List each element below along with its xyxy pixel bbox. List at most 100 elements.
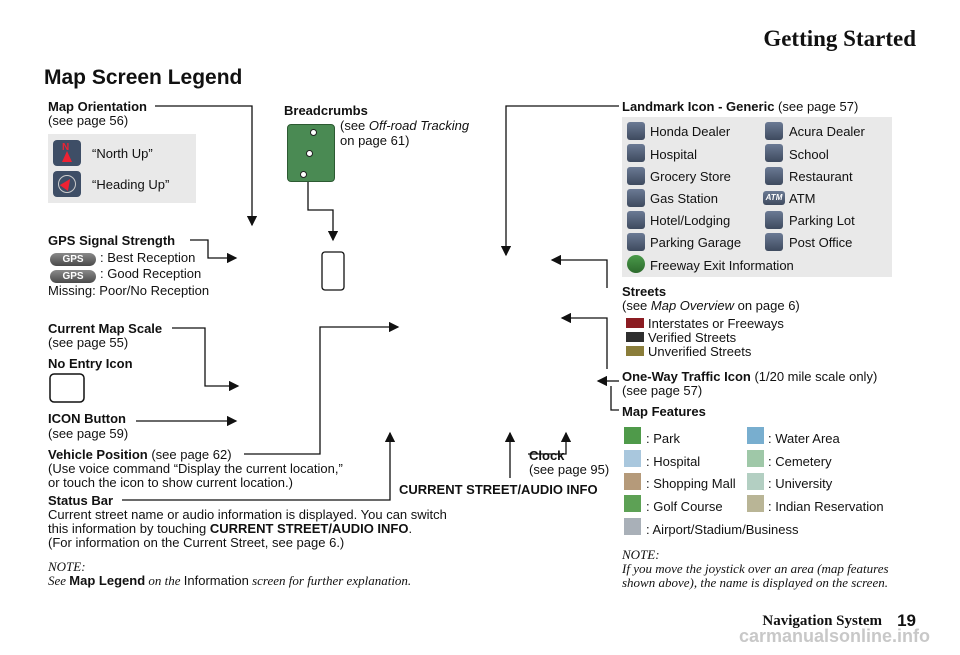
north-up-label: “North Up” [92, 146, 153, 161]
map-features-label: Map Features [622, 404, 706, 419]
landmark-parking-lot: Parking Lot [789, 213, 855, 228]
one-way-heading: One-Way Traffic Icon (1/20 mile scale on… [622, 369, 878, 384]
landmark-freeway-exit: Freeway Exit Information [650, 258, 794, 273]
gps-signal-label: GPS Signal Strength [48, 233, 176, 248]
section-header: Getting Started [763, 26, 916, 51]
orientation-panel: N “North Up” “Heading Up” [48, 134, 196, 203]
feature-swatch-university [747, 473, 764, 490]
compass-placeholder [321, 251, 345, 291]
clock-line [528, 431, 572, 455]
no-entry-icon-box [49, 373, 85, 403]
info-icon [627, 255, 645, 273]
streets-line-2 [560, 312, 608, 369]
icon-button-label: ICON Button [48, 411, 126, 426]
gps-best-label: : Best Reception [100, 250, 196, 265]
status-bar-line2: this information by touching CURRENT STR… [48, 521, 413, 536]
page-number: 19 [897, 611, 916, 630]
clock-label: Clock [529, 448, 565, 463]
icon-button-ref: (see page 59) [48, 426, 129, 441]
landmark-school: School [789, 147, 829, 162]
map-orientation-ref: (see page 56) [48, 113, 129, 128]
breadcrumbs-map-image [287, 124, 335, 182]
feature-shopping-mall: : Shopping Mall [646, 476, 736, 491]
landmark-panel: Honda Dealer Hospital Grocery Store Gas … [622, 117, 892, 277]
breadcrumbs-ref: (see Off-road Tracking [340, 118, 470, 133]
breadcrumbs-label: Breadcrumbs [284, 103, 368, 118]
map-orientation-label: Map Orientation [48, 99, 147, 114]
feature-university: : University [768, 476, 833, 491]
gps-good-label: : Good Reception [100, 266, 202, 281]
landmark-restaurant: Restaurant [789, 169, 853, 184]
landmark-hospital: Hospital [650, 147, 697, 162]
gps-line [190, 239, 238, 264]
map-scale-label: Current Map Scale [48, 321, 163, 336]
landmark-grocery-store: Grocery Store [650, 169, 731, 184]
parking-lot-icon [765, 211, 783, 229]
vehicle-position-line2: (Use voice command “Display the current … [48, 461, 343, 476]
north-up-icon: N [53, 140, 81, 166]
feature-swatch-water-area [747, 427, 764, 444]
feature-airport: : Airport/Stadium/Business [646, 522, 799, 537]
feature-indian-reservation: : Indian Reservation [768, 499, 884, 514]
feature-hospital: : Hospital [646, 454, 701, 469]
landmark-line [500, 105, 619, 257]
street-item: Unverified Streets [648, 344, 752, 359]
heading-up-label: “Heading Up” [92, 177, 170, 192]
street-swatch [626, 346, 644, 356]
map-scale-ref: (see page 55) [48, 335, 129, 350]
atm-icon: ATM [763, 191, 785, 205]
one-way-ref: (see page 57) [622, 383, 703, 398]
heading-up-icon [53, 171, 81, 197]
street-swatch [626, 318, 644, 328]
street-swatch [626, 332, 644, 342]
landmark-atm: ATM [789, 191, 816, 206]
note-right-label: NOTE: [622, 547, 660, 562]
landmark-heading: Landmark Icon - Generic (see page 57) [622, 99, 859, 114]
clock-ref: (see page 95) [529, 462, 610, 477]
feature-swatch-airport [624, 518, 641, 535]
page-title: Map Screen Legend [44, 66, 243, 89]
no-entry-label: No Entry Icon [48, 356, 133, 371]
parking-garage-icon [627, 233, 645, 251]
gas-station-icon [627, 189, 645, 207]
gps-good-icon: GPS [50, 270, 96, 283]
feature-swatch-golf-course [624, 495, 641, 512]
streets-label: Streets [622, 284, 667, 299]
footer-title: Navigation System [762, 613, 882, 629]
streets-ref: (see Map Overview on page 6) [622, 298, 800, 313]
feature-water-area: : Water Area [768, 431, 840, 446]
vehicle-position-line3: or touch the icon to show current locati… [48, 475, 293, 490]
landmark-post-office: Post Office [789, 235, 853, 250]
feature-swatch-hospital [624, 450, 641, 467]
landmark-hotel-lodging: Hotel/Lodging [650, 213, 731, 228]
status-bar-line3: (For information on the Current Street, … [48, 535, 345, 550]
note-right-line1: If you move the joystick over an area (m… [622, 561, 889, 576]
breadcrumbs-ref-2: on page 61) [340, 133, 410, 148]
street-item: Verified Streets [648, 330, 737, 345]
honda-dealer-icon [627, 122, 645, 140]
feature-park: : Park [646, 431, 680, 446]
status-bar-line [122, 431, 396, 501]
note-left-label: NOTE: [48, 559, 86, 574]
restaurant-icon [765, 167, 783, 185]
map-orientation-line [155, 105, 258, 227]
note-right-line2: shown above), the name is displayed on t… [622, 575, 888, 590]
map-features-line [610, 386, 619, 411]
feature-golf-course: : Golf Course [646, 499, 723, 514]
hotel-lodging-icon [627, 211, 645, 229]
map-scale-line [172, 327, 240, 392]
acura-dealer-icon [765, 122, 783, 140]
hospital-icon [627, 144, 645, 162]
breadcrumbs-line [297, 179, 339, 242]
status-bar-line1: Current street name or audio information… [48, 507, 447, 522]
status-bar-label: Status Bar [48, 493, 114, 508]
landmark-parking-garage: Parking Garage [650, 235, 742, 250]
landmark-honda-dealer: Honda Dealer [650, 124, 731, 139]
landmark-acura-dealer: Acura Dealer [789, 124, 865, 139]
note-left-text: See Map Legend on the Information screen… [48, 573, 412, 588]
watermark: carmanualsonline.info [738, 626, 930, 646]
school-icon [765, 144, 783, 162]
current-street-label: CURRENT STREET/AUDIO INFO [399, 482, 598, 497]
landmark-gas-station: Gas Station [650, 191, 718, 206]
